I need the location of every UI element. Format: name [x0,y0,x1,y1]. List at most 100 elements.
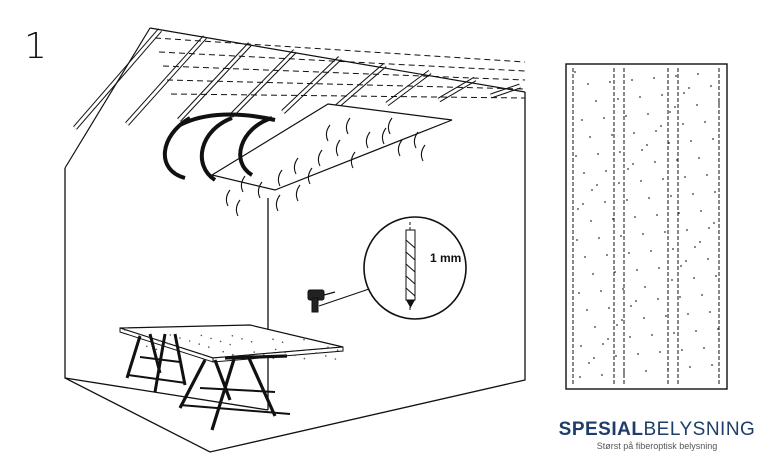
fiber-hole [718,102,720,104]
cross-batten [170,93,526,99]
fiber-hole [692,193,694,195]
fiber-hole [661,94,663,96]
fiber-end [307,167,313,185]
fiber-hole [636,269,638,271]
fiber-end [295,184,301,202]
ceiling-battens [64,27,526,169]
ceiling-panel [210,103,453,191]
fiber-hole [614,271,616,273]
fiber-hole [695,330,697,332]
fiber-hole [622,288,624,290]
fiber-hole [658,267,660,269]
fiber-hole [612,218,614,220]
fiber-hole [657,298,659,300]
fiber-hole [581,119,583,121]
fiber-hole [710,85,712,87]
fiber-hole [605,170,607,172]
fiber-end [387,117,393,135]
fiber-hole [592,273,594,275]
fiber-hole [693,277,695,279]
fiber-hole [598,237,600,239]
fiber-hole [587,83,589,85]
table-speck [336,349,339,352]
cross-batten [162,65,526,81]
fiber-end [235,199,241,217]
fiber-hole [615,355,617,357]
fiber-hole [586,309,588,311]
fiber-end [381,127,387,145]
fiber-end [275,194,281,212]
fiber-hole [713,222,715,224]
fiber-hole [609,81,611,83]
fiber-end [325,124,331,142]
fiber-ends [225,117,426,217]
fiber-end [345,117,351,135]
fiber-hole [591,189,593,191]
fiber-hole [662,178,664,180]
fiber-hole [637,353,639,355]
fiber-hole [708,227,710,229]
fiber-hole [655,130,657,132]
table-speck [219,340,222,343]
fiber-hole [593,357,595,359]
ceiling-edge [64,27,151,169]
table-speck [222,350,224,353]
fiber-hole [576,239,578,241]
fiber-hole [639,96,641,98]
fiber-hole [714,191,716,193]
sawhorse-table [119,324,344,431]
table-speck [200,334,203,337]
table-speck [167,342,169,345]
fiber-hole [680,265,682,267]
table-speck [231,335,234,337]
fiber-hole [584,256,586,258]
fiber-hole [608,307,610,309]
fiber-hole [627,168,629,170]
fiber-hole [626,199,628,201]
fiber-end [240,175,246,193]
fiber-hole [618,182,620,184]
fiber-hole [690,140,692,142]
fiber-hole [625,115,627,117]
fiber-end [293,157,299,175]
fiber-hole [709,311,711,313]
fiber-hole [696,104,698,106]
fiber-hole [712,138,714,140]
batten-fill [281,56,342,114]
fiber-end [413,131,419,149]
fiber-hole [715,275,717,277]
fiber-hole [646,144,648,146]
table-speck [294,354,296,357]
fiber-hole [595,100,597,102]
fiber-hole [674,106,676,108]
fiber-hole [706,174,708,176]
table-speck [210,337,212,340]
fiber-hole [656,214,658,216]
fiber-hole [676,159,678,161]
fiber-hole [668,142,670,144]
table-speck [201,353,203,356]
brand-name: SPESIALBELYSNING [556,419,758,441]
fiber-hole [641,149,643,151]
fiber-hole [685,260,687,262]
table-speck [303,338,305,341]
batten-fill [490,84,521,98]
table-speck [272,338,274,341]
room-outline [64,92,526,453]
fiber-hole [583,172,585,174]
table-speck [157,339,160,342]
table-speck [327,346,329,349]
fiber-hole [681,349,683,351]
step-number: 1 [24,26,47,67]
fiber-hole [703,347,705,349]
fiber-hole [653,77,655,79]
batten-fill [177,42,252,122]
callout-label: 1 mm [430,251,461,265]
drill-icon [307,289,336,313]
fiber-hole [675,75,677,77]
fiber-hole [594,326,596,328]
fiber-end [335,139,341,157]
fiber-hole [642,233,644,235]
fiber-hole [580,345,582,347]
table-speck [169,334,172,336]
